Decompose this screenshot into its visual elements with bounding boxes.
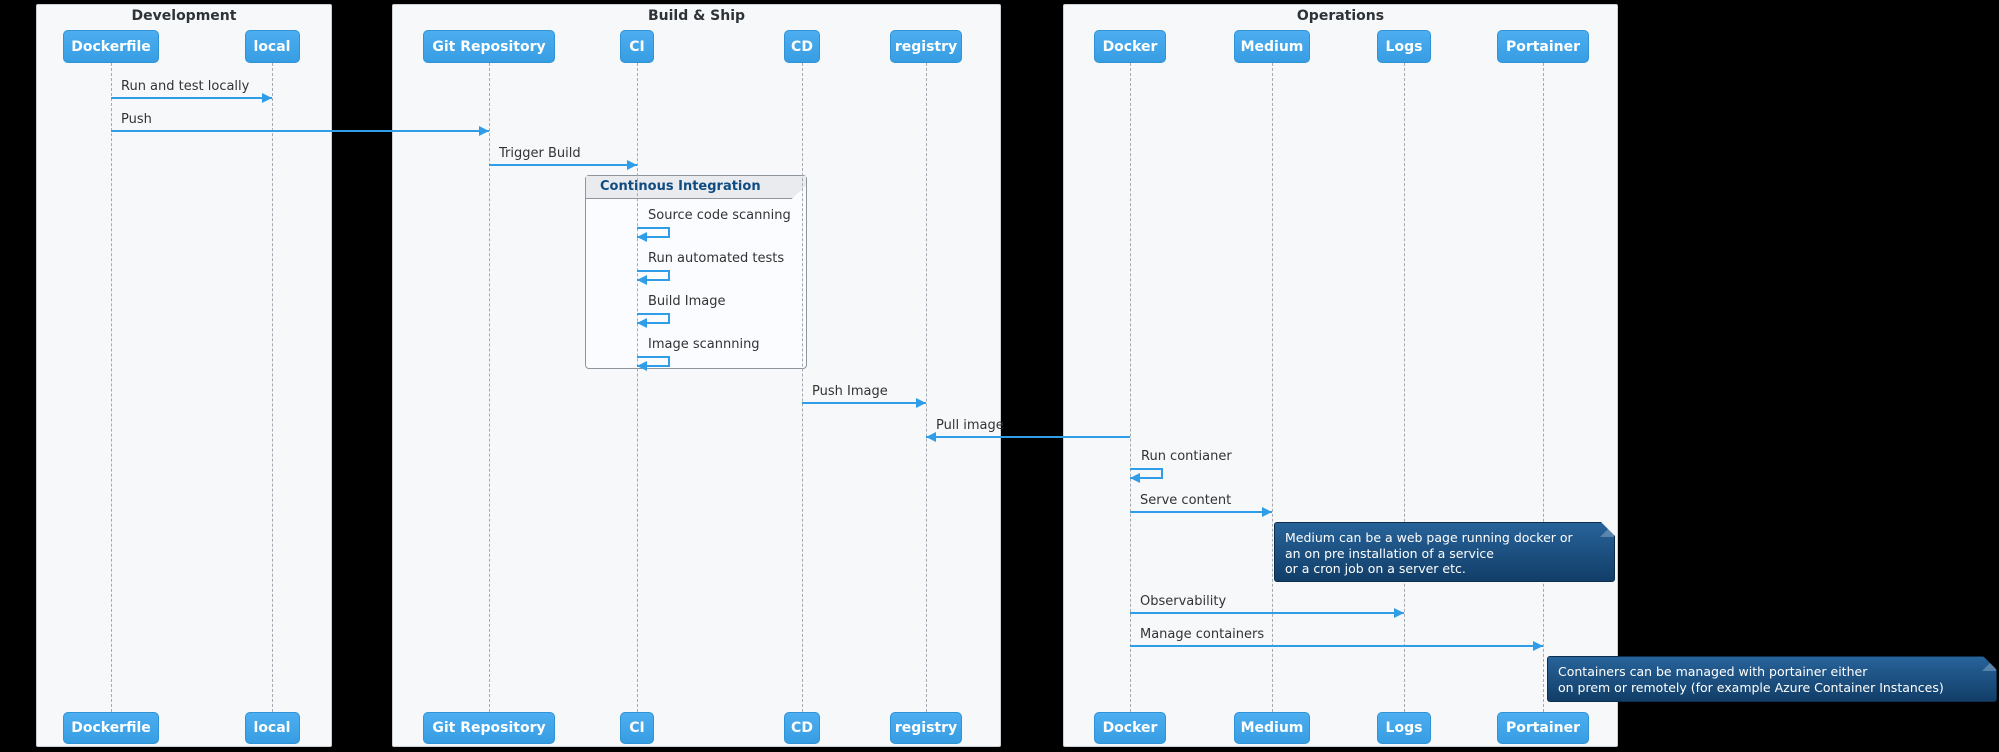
actor-logs-bottom: Logs <box>1377 712 1431 744</box>
group-build-ship <box>392 4 1001 747</box>
self-message-arrowhead-icon <box>637 318 647 328</box>
actor-local-bottom: local <box>244 712 300 744</box>
message-label-trigger-build: Trigger Build <box>499 146 581 161</box>
group-operations <box>1063 4 1618 747</box>
message-label-serve-content: Serve content <box>1140 493 1232 508</box>
actor-cd-top: CD <box>784 30 820 63</box>
actor-medium-bottom: Medium <box>1234 712 1310 744</box>
message-arrowhead-right-icon <box>627 160 637 170</box>
message-arrowhead-right-icon <box>1262 507 1272 517</box>
actor-docker-top: Docker <box>1094 30 1166 63</box>
actor-logs-top: Logs <box>1377 30 1431 63</box>
message-arrow-line <box>111 97 272 99</box>
fragment-continous-integration: Continous Integration <box>585 175 807 369</box>
actor-registry-top: registry <box>890 30 962 63</box>
group-title-development: Development <box>131 8 237 24</box>
message-arrow-line <box>926 436 1130 438</box>
message-arrow-line <box>1130 645 1543 647</box>
lifeline-ci <box>637 63 638 712</box>
lifeline-registry <box>926 63 927 712</box>
message-label-observability: Observability <box>1140 594 1227 609</box>
message-label-image-scannning: Image scannning <box>648 337 760 352</box>
message-label-pull-image: Pull image <box>936 418 1004 433</box>
actor-docker-bottom: Docker <box>1094 712 1166 744</box>
note-line: or a cron job on a server etc. <box>1285 561 1466 576</box>
actor-dockerfile-top: Dockerfile <box>63 30 159 63</box>
self-message-arrowhead-icon <box>1130 473 1140 483</box>
actor-medium-top: Medium <box>1234 30 1310 63</box>
note-line: Medium can be a web page running docker … <box>1285 530 1573 545</box>
message-arrow-line <box>111 130 489 132</box>
actor-git-repository-top: Git Repository <box>423 30 555 63</box>
message-arrowhead-right-icon <box>916 398 926 408</box>
note-2: Containers can be managed with portainer… <box>1547 656 1997 702</box>
actor-portainer-bottom: Portainer <box>1497 712 1589 744</box>
note-line: an on pre installation of a service <box>1285 545 1494 561</box>
note-fold-icon <box>1982 657 1996 671</box>
group-development <box>36 4 332 747</box>
note-1: Medium can be a web page running docker … <box>1274 522 1615 582</box>
actor-ci-top: CI <box>620 30 654 63</box>
self-message-arrow <box>1130 468 1163 483</box>
lifeline-medium <box>1272 63 1273 712</box>
message-label-push-image: Push Image <box>812 384 888 399</box>
fragment-title: Continous Integration <box>600 179 761 194</box>
message-arrowhead-left-icon <box>926 432 936 442</box>
message-arrowhead-right-icon <box>262 93 272 103</box>
message-arrow-line <box>1130 612 1404 614</box>
message-arrow-line <box>1130 511 1272 513</box>
message-arrowhead-right-icon <box>1394 608 1404 618</box>
note-line: on prem or remotely (for example Azure C… <box>1558 679 1944 695</box>
fragment-header <box>586 176 806 199</box>
lifeline-logs <box>1404 63 1405 712</box>
self-message-arrow <box>637 227 670 242</box>
actor-local-top: local <box>244 30 300 63</box>
actor-registry-bottom: registry <box>890 712 962 744</box>
actor-portainer-top: Portainer <box>1497 30 1589 63</box>
self-message-arrow <box>637 313 670 328</box>
group-title-build-ship: Build & Ship <box>647 8 746 24</box>
message-label-run-automated-tests: Run automated tests <box>648 251 785 266</box>
lifeline-git-repository <box>489 63 490 712</box>
actor-ci-bottom: CI <box>620 712 654 744</box>
lifeline-portainer <box>1543 63 1544 712</box>
self-message-arrowhead-icon <box>637 361 647 371</box>
actor-git-repository-bottom: Git Repository <box>423 712 555 744</box>
message-label-build-image: Build Image <box>648 294 726 309</box>
self-message-arrow <box>637 270 670 285</box>
group-title-operations: Operations <box>1296 8 1385 24</box>
message-arrow-line <box>802 402 926 404</box>
lifeline-dockerfile <box>111 63 112 712</box>
lifeline-cd <box>802 63 803 712</box>
note-line: Containers can be managed with portainer… <box>1558 664 1868 679</box>
message-arrowhead-right-icon <box>479 126 489 136</box>
self-message-arrowhead-icon <box>637 232 647 242</box>
message-label-manage-containers: Manage containers <box>1140 627 1265 642</box>
lifeline-local <box>272 63 273 712</box>
message-label-source-code-scanning: Source code scanning <box>648 208 791 223</box>
message-arrowhead-right-icon <box>1533 641 1543 651</box>
message-label-run-contianer: Run contianer <box>1141 449 1232 464</box>
message-label-run-and-test-locally: Run and test locally <box>121 79 250 94</box>
message-arrow-line <box>489 164 637 166</box>
lifeline-docker <box>1130 63 1131 712</box>
actor-cd-bottom: CD <box>784 712 820 744</box>
actor-dockerfile-bottom: Dockerfile <box>63 712 159 744</box>
message-label-push: Push <box>121 112 152 127</box>
self-message-arrow <box>637 356 670 371</box>
self-message-arrowhead-icon <box>637 275 647 285</box>
